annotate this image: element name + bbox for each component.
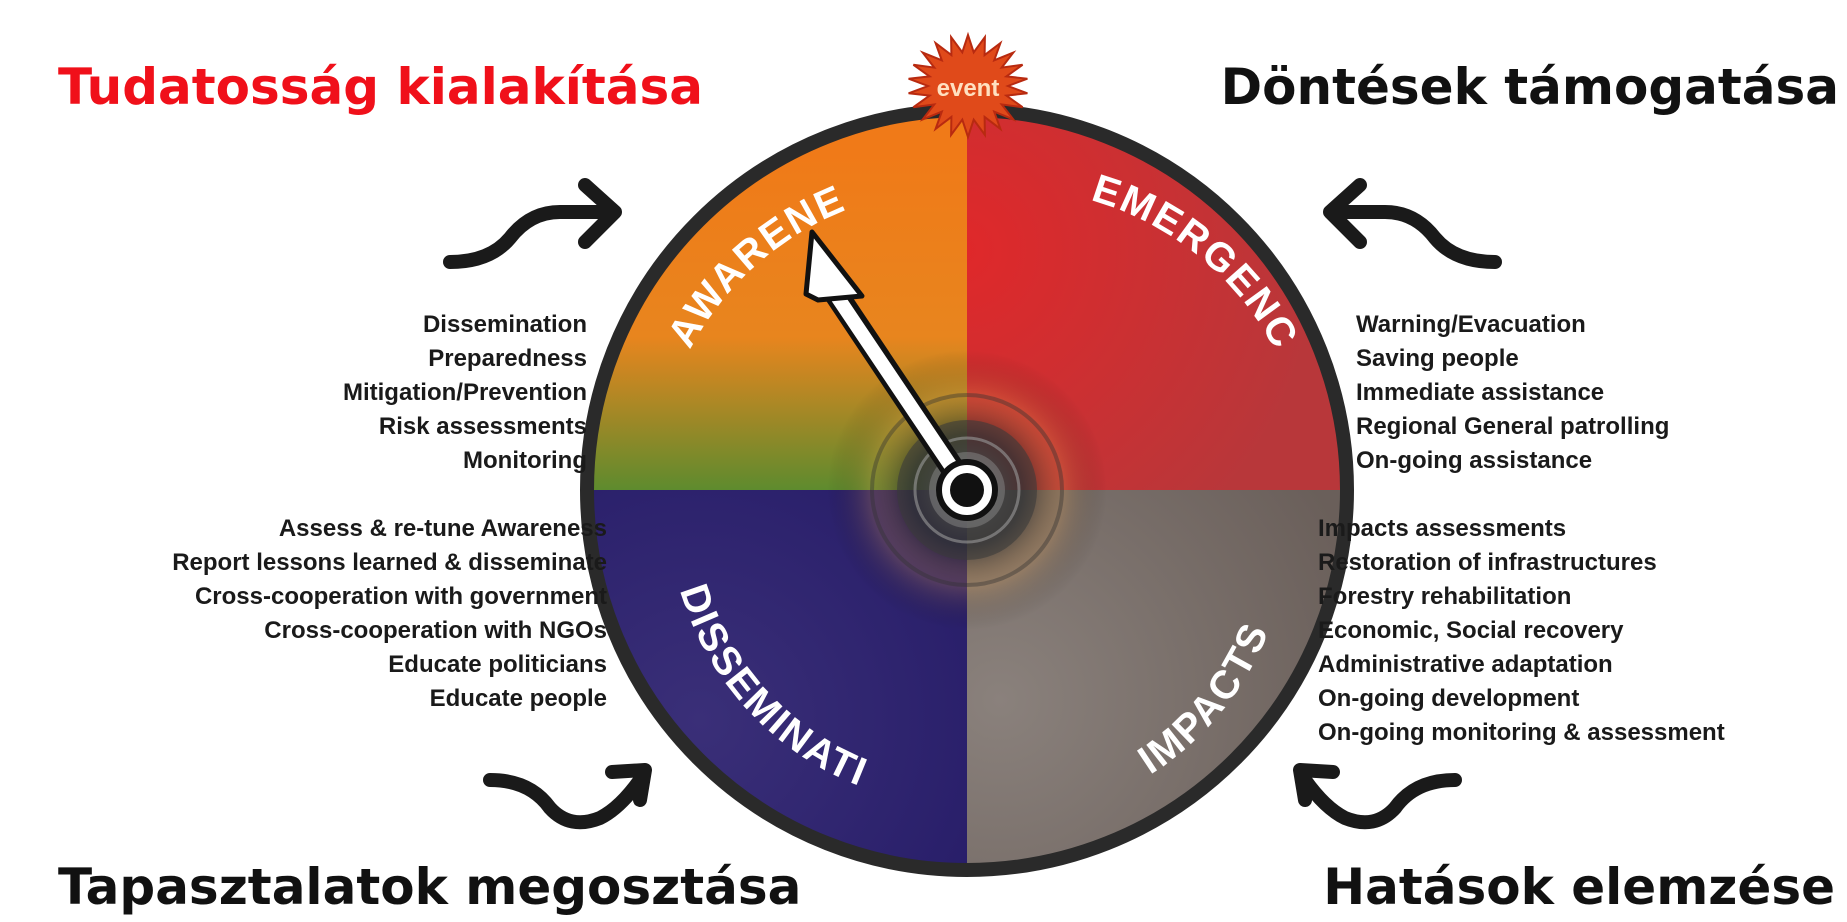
svg-text:AWARENESS: AWARENESS [0,0,852,354]
heading-decision-support: Döntések támogatása [1220,58,1839,116]
activity-item: Restoration of infrastructures [1318,549,1657,576]
activity-item: Educate politicians [388,651,607,678]
activity-item: On-going development [1318,685,1580,712]
activity-item: Warning/Evacuation [1356,311,1586,338]
activity-item: Impacts assessments [1318,515,1567,542]
activity-item: Risk assessments [378,413,587,440]
label-awareness: AWARENESS [0,0,850,354]
activity-item: Cross-cooperation with NGOs [264,617,607,644]
activity-item: Forestry rehabilitation [1318,583,1572,610]
activity-item: Monitoring [463,447,587,474]
activity-item: On-going assistance [1356,447,1593,474]
flow-arrow-bottom-left-icon [483,763,652,830]
heading-impact-analysis: Hatások elemzése [1323,858,1835,916]
heading-experience-sharing: Tapasztalatok megosztása [58,858,802,916]
activity-item: Immediate assistance [1356,379,1605,406]
activity-item: Dissemination [422,311,587,338]
activity-item: Mitigation/Prevention [342,379,587,406]
pointer-arrow [803,229,998,521]
event-burst: event [908,31,1028,141]
activity-item: Saving people [1356,345,1519,372]
activity-item: Assess & re-tune Awareness [278,515,607,542]
activity-item: Economic, Social recovery [1318,617,1624,644]
event-label: event [937,75,1000,102]
activity-item: Cross-cooperation with government [194,583,607,610]
activity-item: Report lessons learned & disseminate [172,549,607,576]
flow-arrow-bottom-right-icon [1293,763,1462,830]
activity-item: Educate people [429,685,607,712]
flow-arrow-top-right-icon [1323,178,1502,269]
activity-item: Administrative adaptation [1318,651,1613,678]
heading-awareness-building: Tudatosság kialakítása [58,58,703,116]
activity-item: On-going monitoring & assessment [1318,719,1725,746]
activity-item: Regional General patrolling [1356,413,1670,440]
activity-item: Preparedness [428,345,587,372]
flow-arrow-top-left-icon [443,178,622,269]
